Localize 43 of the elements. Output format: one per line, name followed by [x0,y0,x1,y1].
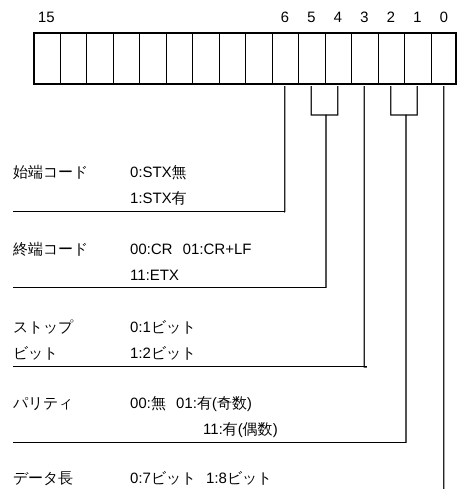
field-name: 終端コード [13,240,88,260]
bit-cell [245,32,272,85]
leader-line [364,86,368,368]
value-text: 11:有(偶数) [203,420,278,440]
bit-number: 0 [438,10,449,25]
field-name: ストップビット [13,318,74,364]
bit-cell [430,32,457,85]
value-text: 0:STX無 [130,163,187,183]
bit-cell [60,32,87,85]
value-text: 00:CR 01:CR+LF [130,240,252,260]
value-text: 11:ETX [130,266,179,286]
value-text: 00:無 01:有(奇数) [130,394,252,414]
leader-line [405,86,418,443]
bit-cell [324,32,352,85]
bit-number: 3 [359,10,370,25]
leader-line [325,86,338,288]
bit-number: 5 [306,10,316,25]
value-text: 1:STX有 [130,189,187,209]
bit-cell [404,32,432,85]
bit-cell [298,32,326,85]
field-name: データ長 [13,469,73,489]
bit-cell [112,32,140,85]
bit-number: 2 [386,10,396,25]
bit-cell [192,32,220,85]
bit-cell [351,32,378,85]
bit-number: 6 [280,10,290,25]
bit-cell [86,32,114,85]
field-name: パリティ [13,394,73,414]
bit-cell [33,32,60,85]
value-text: 1:2ビット [130,344,196,364]
field-name: 始端コード [13,163,88,183]
bit-cell [166,32,193,85]
bit-number: 1 [412,10,422,25]
leader-line [443,86,444,490]
bit-cell [139,32,166,85]
leader-line [284,86,286,213]
bit-number: 15 [36,10,56,25]
bit-cell [378,32,405,85]
value-text: 0:7ビット 1:8ビット [130,469,272,489]
bit-cell [272,32,299,85]
value-text: 0:1ビット [130,318,196,338]
bit-cell [218,32,246,85]
bit-number: 4 [332,10,343,25]
